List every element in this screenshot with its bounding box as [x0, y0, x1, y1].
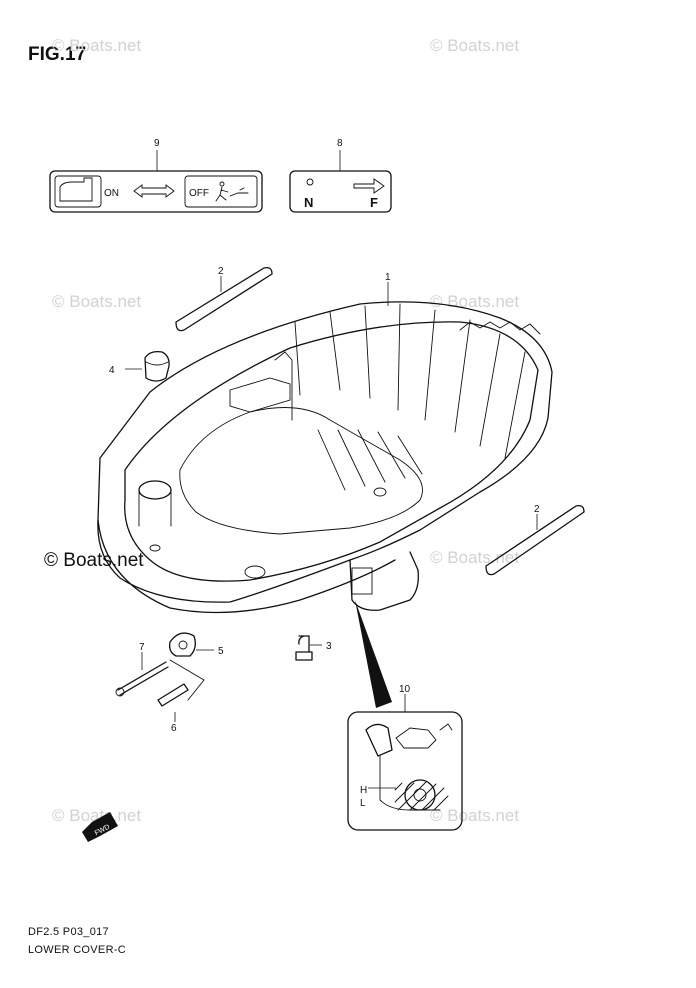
watermark: © Boats.net [430, 36, 520, 55]
callout-2-right: 2 [534, 504, 540, 515]
decal-shift: N F [289, 150, 392, 213]
oil-level-high-label: H [360, 785, 367, 796]
watermark-dark: © Boats.net [44, 550, 144, 571]
callout-7: 7 [139, 642, 145, 653]
callout-2-upper: 2 [218, 266, 224, 277]
callout-4: 4 [109, 365, 115, 376]
decal-choke: ON OFF [49, 150, 263, 213]
footer-code: DF2.5 P03_017 [28, 926, 109, 938]
seal-strip-right [485, 504, 585, 576]
callout-10: 10 [399, 684, 411, 695]
watermark: © Boats.net [430, 548, 520, 567]
figure-title: FIG.17 [28, 44, 87, 65]
knob-part [125, 350, 170, 382]
decal-on-label: ON [104, 188, 119, 199]
callout-5: 5 [218, 646, 224, 657]
callout-9: 9 [154, 138, 160, 149]
footer-name: LOWER COVER-C [28, 944, 127, 956]
decal-off-label: OFF [189, 188, 209, 199]
callout-1: 1 [385, 272, 391, 283]
sleeve-part [157, 683, 189, 722]
bolt-part [295, 635, 322, 661]
callout-8: 8 [337, 138, 343, 149]
oil-level-low-label: L [360, 798, 366, 809]
pin-part [115, 652, 205, 701]
detail-pointer [355, 600, 392, 708]
oil-level-detail: H L [347, 694, 463, 831]
lower-cover-body [97, 282, 553, 614]
watermark: © Boats.net [52, 292, 142, 311]
callout-6: 6 [171, 723, 177, 734]
callout-3: 3 [326, 641, 332, 652]
decal-forward-label: F [370, 195, 378, 210]
watermark: © Boats.net [430, 806, 520, 825]
watermark: © Boats.net [52, 806, 142, 825]
decal-neutral-label: N [304, 195, 313, 210]
clamp-part [168, 632, 214, 657]
watermark: © Boats.net [52, 36, 142, 55]
fwd-arrow: FWD [82, 812, 118, 842]
seal-strip-upper [175, 266, 273, 332]
